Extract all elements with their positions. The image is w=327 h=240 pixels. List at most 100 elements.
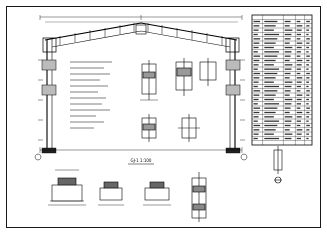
table-cell-text-mark	[306, 20, 310, 23]
table-cell-text-mark	[306, 98, 310, 101]
table-cell-text-mark	[253, 55, 261, 57]
table-cell-text-mark	[306, 81, 310, 83]
table-cell-text-mark	[284, 137, 292, 140]
table-cell-text-mark	[264, 46, 274, 49]
table-cell-text-mark	[264, 94, 276, 96]
table-cell-text-mark	[306, 72, 310, 75]
table-cell-text-mark	[264, 107, 278, 109]
table-cell-text-mark	[284, 133, 293, 135]
table-cell-text-mark	[253, 33, 258, 36]
table-cell-text-mark	[296, 133, 302, 135]
table-cell-text-mark	[253, 90, 261, 92]
table-cell-text-mark	[306, 116, 310, 118]
purlins-left	[59, 23, 135, 45]
table-cell-text-mark	[306, 33, 309, 36]
table-cell-text-mark	[284, 25, 290, 27]
table-cell-text-mark	[264, 38, 278, 40]
table-cell-text-mark	[264, 98, 274, 101]
table-cell-text-mark	[296, 38, 301, 40]
table-cell-text-mark	[306, 133, 310, 135]
table-cell-text-mark	[284, 46, 293, 49]
table-cell-text-mark	[253, 133, 259, 135]
table-cell-text-mark	[296, 25, 303, 27]
table-cell-text-mark	[264, 129, 276, 131]
table-cell-text-mark	[296, 81, 302, 83]
table-cell-text-mark	[264, 85, 280, 88]
table-cell-text-mark	[296, 55, 301, 57]
table-cell-text-mark	[253, 107, 261, 109]
table-cell-text-mark	[264, 72, 278, 75]
table-cell-text-mark	[296, 20, 301, 23]
table-cell-text-mark	[253, 51, 258, 53]
table-cell-text-mark	[253, 59, 260, 62]
table-cell-text-mark	[306, 85, 309, 88]
general-notes	[70, 61, 112, 129]
table-cell-text-mark	[284, 68, 292, 70]
bottom-detail-2	[98, 181, 124, 206]
table-cell-text-mark	[264, 111, 276, 114]
bottom-detail-1	[48, 169, 86, 206]
table-cell-text-mark	[253, 111, 260, 114]
table-cell-text-mark	[296, 29, 302, 31]
table-cell-text-mark	[296, 129, 303, 131]
table-cell-text-mark	[296, 51, 301, 53]
table-cell-text-mark	[264, 68, 280, 70]
table-cell-text-mark	[284, 124, 291, 127]
joint-detail-3	[141, 114, 200, 142]
table-cell-text-mark	[253, 64, 259, 66]
table-cell-text-mark	[306, 107, 310, 109]
sheet-border	[6, 6, 321, 228]
table-cell-text-mark	[296, 72, 301, 75]
table-cell-text-mark	[264, 64, 274, 66]
table-cell-text-mark	[284, 59, 290, 62]
table-cell-text-mark	[296, 85, 301, 88]
table-cell-text-mark	[306, 59, 310, 62]
table-cell-text-mark	[296, 64, 302, 66]
table-cell-text-mark	[296, 111, 303, 114]
table-cell-text-mark	[264, 116, 274, 118]
table-cell-text-mark	[306, 94, 310, 96]
table-cell-text-mark	[306, 103, 309, 105]
table-cell-text-mark	[253, 81, 259, 83]
table-cell-text-mark	[306, 124, 310, 127]
joint-detail-2	[175, 58, 217, 96]
table-cell-text-mark	[284, 116, 293, 118]
table-cell-text-mark	[284, 51, 292, 53]
table-cell-text-mark	[296, 103, 301, 105]
table-cell-text-mark	[306, 42, 310, 44]
table-cell-text-mark	[264, 90, 278, 92]
joint-detail-1	[140, 60, 158, 101]
table-cell-text-mark	[253, 25, 260, 27]
bolt-detail	[273, 146, 283, 184]
table-cell-text-mark	[253, 129, 260, 131]
table-cell-text-mark	[253, 46, 259, 49]
table-cell-text-mark	[284, 42, 290, 44]
table-cell-text-mark	[253, 20, 261, 23]
table-cell-text-mark	[284, 129, 290, 131]
frame-elevation	[34, 15, 248, 161]
table-cell-text-mark	[284, 77, 290, 79]
table-cell-text-mark	[296, 33, 301, 36]
table-cell-text-mark	[306, 64, 310, 66]
member-schedule-table	[251, 14, 313, 146]
table-cell-text-mark	[264, 20, 278, 23]
table-cell-text-mark	[264, 103, 280, 105]
table-cell-text-mark	[264, 42, 276, 44]
table-cell-text-mark	[264, 25, 276, 27]
table-cell-text-mark	[306, 137, 309, 140]
table-cell-text-mark	[306, 120, 309, 122]
table-cell-text-mark	[253, 42, 260, 44]
table-cell-text-mark	[296, 98, 302, 101]
table-cell-text-mark	[296, 94, 303, 96]
table-cell-text-mark	[306, 51, 309, 53]
table-cell-text-mark	[284, 85, 292, 88]
drawing-sheet: GJ-1 1:100	[6, 6, 321, 228]
table-cell-text-mark	[284, 20, 291, 23]
table-cell-text-mark	[253, 72, 261, 75]
table-cell-text-mark	[253, 29, 259, 31]
table-cell-text-mark	[296, 90, 301, 92]
table-cell-text-mark	[284, 72, 291, 75]
table-cell-text-mark	[296, 42, 303, 44]
table-cell-text-mark	[253, 68, 258, 70]
table-cell-text-mark	[264, 137, 280, 140]
